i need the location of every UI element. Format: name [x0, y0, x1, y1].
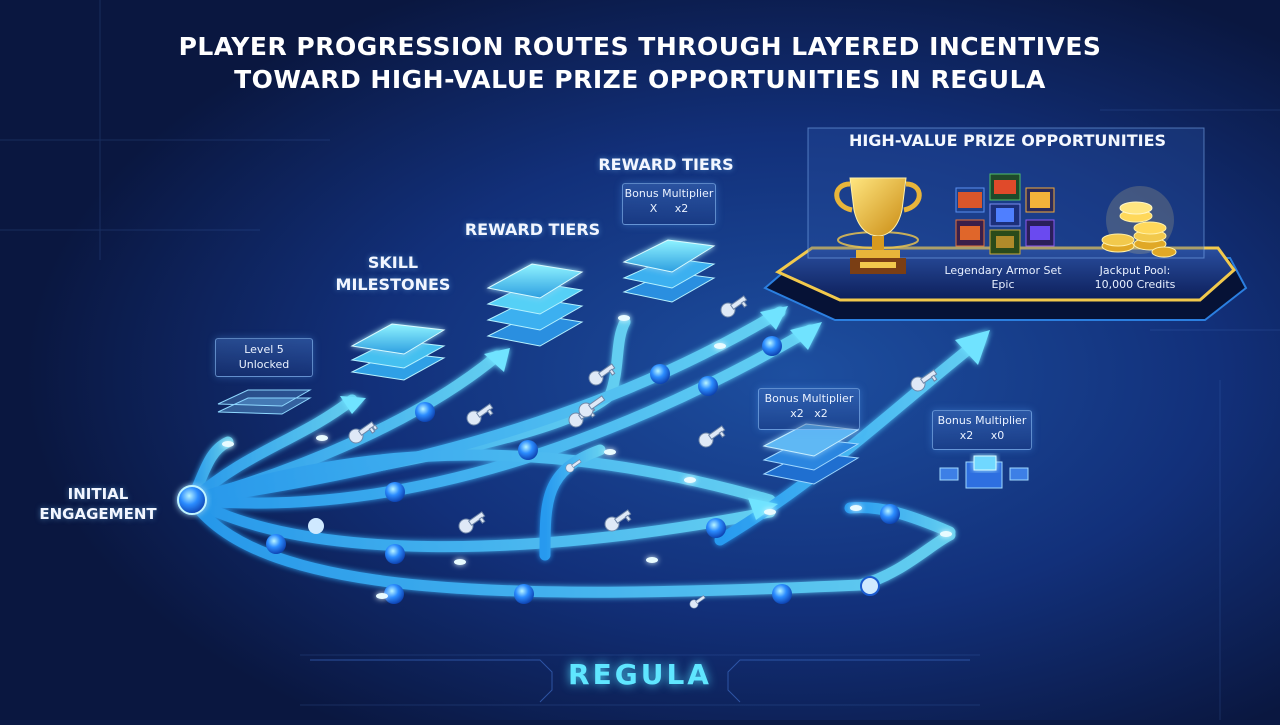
level-stack: [217, 389, 312, 415]
key-icon: [565, 459, 582, 473]
bonus-multiplier-card-top: Bonus Multiplier X x2: [622, 183, 716, 225]
level-card-line-2: Unlocked: [238, 358, 290, 371]
bonus-mid-line-1: Bonus Multiplier: [764, 392, 854, 405]
path-cross: [539, 444, 606, 561]
node: [698, 376, 718, 396]
brand-frame: [310, 659, 970, 703]
prize-section-title: HIGH-VALUE PRIZE OPPORTUNITIES: [848, 131, 1167, 150]
bonus-stack-right: [939, 455, 1029, 489]
arrow-tier1: [484, 348, 510, 372]
path-bottom: [186, 494, 956, 598]
node: [308, 518, 324, 534]
skill-milestones-label: SKILL MILESTONES: [318, 252, 468, 296]
initial-label-line-1: INITIAL: [67, 485, 129, 503]
key-icon: [604, 509, 632, 532]
level-unlocked-card: Level 5 Unlocked: [215, 338, 313, 377]
bonus-mid-line-2: x2 x2: [790, 407, 828, 420]
node: [762, 336, 782, 356]
bonus-right-line-1: Bonus Multiplier: [937, 414, 1027, 427]
armor-caption: Legendary Armor Set Epic: [940, 264, 1066, 292]
initial-engagement-label: INITIAL ENGAGEMENT: [28, 484, 168, 524]
arrow-lower: [748, 498, 778, 520]
key-icons: [348, 295, 938, 609]
regula-logo: REGULA: [568, 658, 712, 691]
key-icon: [720, 295, 748, 318]
key-icon: [698, 425, 726, 448]
reward-tiers-label-1: REWARD TIERS: [464, 220, 601, 239]
key-icon: [588, 363, 616, 386]
node: [266, 534, 286, 554]
node: [384, 584, 404, 604]
arrow-heads: [340, 306, 990, 520]
path-prize-a: [186, 306, 786, 506]
armor-set-icon: [955, 173, 1055, 255]
path-lower: [186, 494, 776, 553]
page-title: PLAYER PROGRESSION ROUTES THROUGH LAYERE…: [0, 30, 1280, 96]
bonus-right-line-2: x2 x0: [959, 429, 1005, 442]
node-initial: [177, 485, 207, 515]
path-bonus-mid: [186, 449, 776, 506]
jackpot-caption: Jackput Pool: 10,000 Credits: [1080, 264, 1190, 292]
arrow-prize-a: [760, 306, 788, 330]
node: [772, 584, 792, 604]
key-icon: [466, 403, 494, 426]
path-nodes: [177, 336, 900, 604]
jackpot-caption-line-1: Jackput Pool:: [1099, 264, 1171, 277]
arrow-prize-c: [955, 330, 990, 365]
path-skill: [186, 394, 358, 506]
key-icon: [458, 511, 486, 534]
reward-tiers-label-2: REWARD TIERS: [598, 155, 734, 174]
node: [385, 482, 405, 502]
trophy-icon: [834, 177, 922, 274]
bonus-multiplier-card-right: Bonus Multiplier x2 x0: [932, 410, 1032, 450]
reward-stack-2: [622, 239, 716, 303]
bonus-top-line-1: Bonus Multiplier: [624, 187, 714, 200]
skill-label-line-1: SKILL: [367, 253, 419, 272]
node: [650, 364, 670, 384]
key-icon: [348, 421, 379, 444]
reward-stack-1: [486, 263, 584, 347]
initial-label-line-2: ENGAGEMENT: [39, 505, 157, 523]
bonus-multiplier-card-mid: Bonus Multiplier x2 x2: [758, 388, 860, 430]
jackpot-coins-icon: [1101, 186, 1177, 258]
key-icon: [689, 595, 706, 609]
path-dots: [222, 315, 952, 599]
node: [880, 504, 900, 524]
path-prize-b: [186, 324, 816, 509]
arrow-skill: [340, 396, 366, 414]
level-card-line-1: Level 5: [244, 343, 284, 356]
node: [706, 518, 726, 538]
armor-caption-line-2: Epic: [991, 278, 1015, 291]
node: [415, 402, 435, 422]
key-icon: [910, 369, 938, 392]
title-line-2: TOWARD HIGH-VALUE PRIZE OPPORTUNITIES IN…: [234, 65, 1046, 94]
node: [518, 440, 538, 460]
jackpot-caption-line-2: 10,000 Credits: [1094, 278, 1176, 291]
skill-stack: [350, 323, 446, 381]
key-icon: [578, 395, 606, 418]
bonus-top-line-2: X x2: [649, 202, 689, 215]
node: [514, 584, 534, 604]
title-line-1: PLAYER PROGRESSION ROUTES THROUGH LAYERE…: [178, 32, 1102, 61]
arrow-prize-b: [790, 322, 822, 350]
node: [385, 544, 405, 564]
node: [860, 576, 880, 596]
armor-caption-line-1: Legendary Armor Set: [944, 264, 1062, 277]
bonus-stack-mid: [762, 423, 860, 485]
skill-label-line-2: MILESTONES: [335, 275, 451, 294]
